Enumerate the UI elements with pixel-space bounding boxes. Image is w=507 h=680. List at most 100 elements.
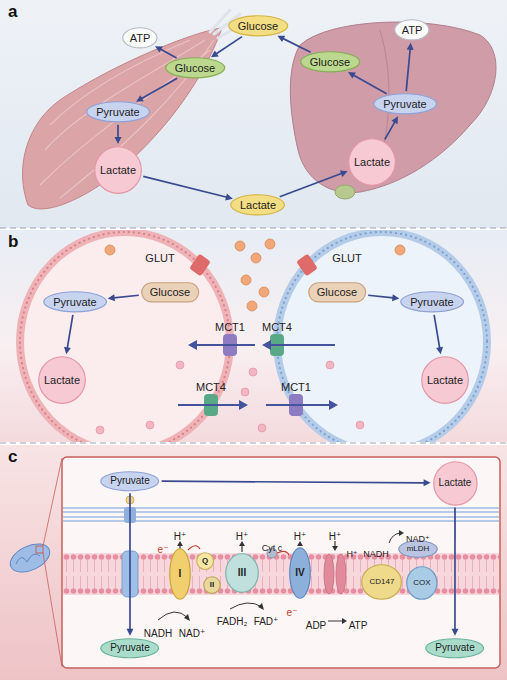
panel-letter: a (8, 3, 17, 22)
glucose-particle-part (235, 241, 245, 251)
glucose-particle-part (105, 245, 115, 255)
cell-membranes-part (277, 232, 487, 442)
flow-arrow (280, 170, 348, 196)
arrow-head (108, 294, 115, 301)
panel-band: cPyruvateLactateIQIIIIIIVmLDHCD147COXPyr… (0, 445, 507, 680)
metabolite-node: Pyruvate (100, 471, 159, 492)
reaction-arrow-part (399, 530, 404, 536)
cofactor-label: NAD⁺ (406, 534, 430, 544)
panel-letter: c (8, 448, 17, 467)
transporter-label: GLUT (332, 252, 361, 265)
label-holder: H⁺ (174, 526, 187, 544)
node-text: Glucose (150, 286, 190, 299)
mitochondrion-icon-part (43, 458, 62, 546)
transport-arrow-part (178, 404, 240, 406)
flow-line (385, 122, 395, 140)
arrow-head (436, 347, 443, 354)
label-holder: MCT1 (215, 317, 245, 335)
node-text: Lactate (240, 199, 276, 212)
transport-arrow-part (239, 400, 248, 410)
node-outline (407, 567, 437, 599)
reaction-arrow-part (184, 614, 190, 621)
node-text: CD147 (370, 577, 395, 586)
label-holder: NADH (144, 623, 172, 641)
flow-arrow (136, 78, 177, 102)
node-text: Pyruvate (110, 475, 149, 487)
label-holder: ATP (349, 615, 368, 633)
node-text: Glucose (238, 20, 278, 33)
node-text: Glucose (317, 286, 357, 299)
flow-arrow (385, 116, 398, 139)
node-text: II (210, 580, 214, 589)
reaction-arrow-part (389, 533, 400, 543)
metabolite-node: Lactate (348, 138, 396, 186)
node-text: Glucose (175, 62, 215, 75)
node-text: IV (295, 567, 304, 579)
ion-label: H⁺ (174, 531, 187, 543)
cofactor-label: NADH (363, 549, 389, 559)
metabolite-node: Pyruvate (86, 101, 150, 123)
transport-arrow-part (270, 344, 335, 346)
node-outline (87, 102, 150, 122)
reaction-arrow-part (328, 621, 343, 622)
node-outline (101, 639, 159, 658)
node-outline (433, 461, 476, 504)
cofactor-label: ATP (349, 620, 368, 632)
cofactor-label: NAD⁺ (179, 628, 205, 640)
arrow-head (126, 629, 133, 636)
electron-arrow-part (188, 546, 200, 550)
flow-line (368, 295, 393, 298)
proton-arrow-part (241, 545, 242, 552)
glucose-particle-part (241, 275, 251, 285)
node-outline (395, 20, 429, 40)
node-outline (290, 548, 311, 599)
lactate-particle (96, 361, 364, 434)
node-text: Lactate (427, 374, 463, 387)
glucose-particle (105, 239, 405, 311)
atp-synthase-part (324, 554, 334, 594)
protein-node: CD147 (361, 564, 402, 600)
ion-label: H⁺ (346, 549, 357, 559)
flow-arrow (406, 43, 413, 91)
flow-line (143, 176, 227, 197)
glucose-particle-part (251, 253, 261, 263)
node-outline (226, 554, 259, 593)
node-outline (101, 472, 159, 491)
metabolite-node: Pyruvate (425, 638, 484, 659)
flow-arrow (348, 72, 387, 94)
metabolite-node: Glucose (165, 57, 225, 79)
node-text: Lactate (439, 477, 472, 489)
glut-transporter-part (296, 254, 318, 277)
lactate-particle-part (258, 424, 266, 432)
cell-membranes-part (20, 232, 230, 442)
node-outline (204, 577, 221, 594)
node-text: I (179, 568, 182, 580)
label-holder: FADH₂ (217, 611, 248, 629)
node-text: Q (202, 556, 208, 565)
metabolite-node: Glucose (228, 15, 288, 37)
complex-node: III (225, 553, 259, 593)
reaction-arrow-part (230, 603, 262, 609)
node-text: Lactate (354, 156, 390, 169)
cell-membranes (20, 232, 487, 442)
label-holder: H⁺ (346, 543, 357, 561)
arrow-head (277, 36, 285, 42)
label-holder: H⁺ (294, 526, 307, 544)
transport-arrow (178, 340, 338, 410)
carrier-label: Cyt c (262, 543, 283, 553)
panel-c-art (0, 445, 507, 680)
node-outline (374, 94, 437, 114)
node-text: ATP (402, 24, 423, 37)
node-outline (197, 553, 214, 570)
label-holder: H⁺ (236, 526, 249, 544)
node-text: Pyruvate (435, 642, 474, 654)
muscle-illustration-part (50, 40, 190, 125)
lactate-particle-part (176, 361, 184, 369)
lactate-particle-part (249, 368, 257, 376)
cofactor-label: FAD⁺ (254, 616, 279, 628)
node-text: Pyruvate (96, 106, 139, 119)
metabolite-node: Lactate (94, 146, 142, 194)
arrow-head (407, 43, 414, 50)
arrow-head (451, 629, 458, 636)
transport-arrow-part (188, 340, 197, 350)
